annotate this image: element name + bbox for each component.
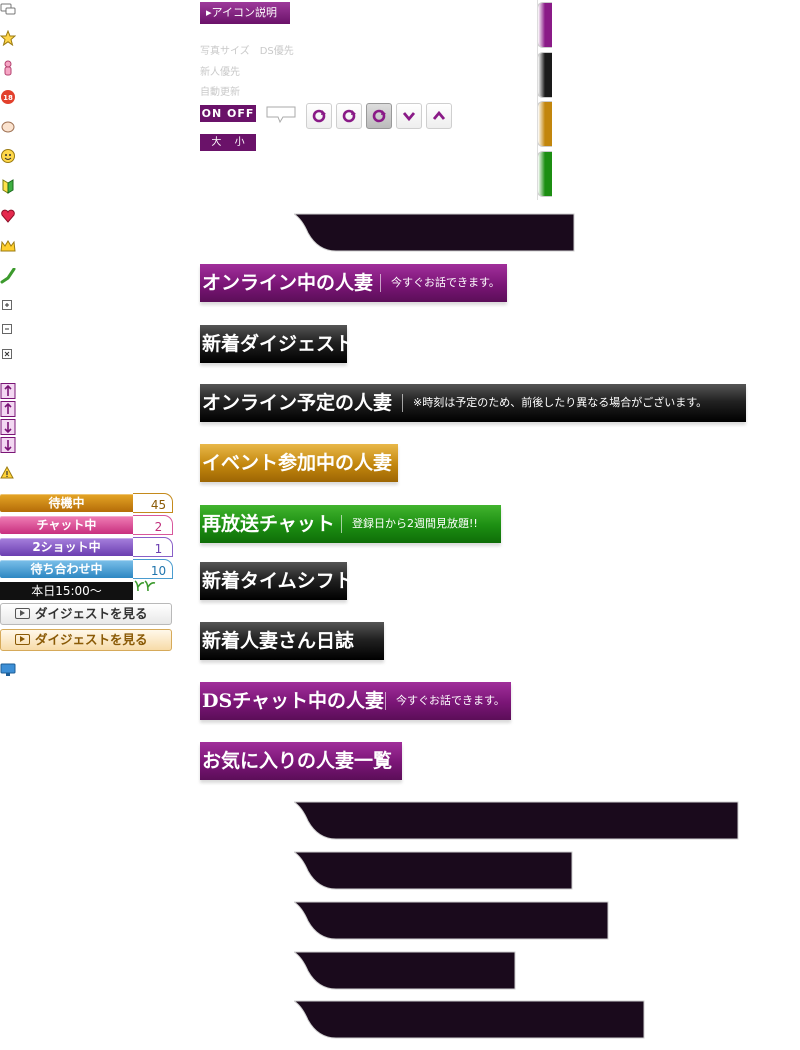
new-priority-label: 新人優先	[200, 67, 240, 78]
header-bar	[294, 951, 517, 991]
status-count: 10	[133, 559, 173, 579]
section-online-wives: オンライン中の人妻 今すぐお話できます。	[200, 264, 507, 302]
status-meeting[interactable]: 待ち合わせ中 10	[0, 559, 174, 579]
speech-bubble-icon	[266, 104, 296, 124]
section-title: オンライン中の人妻	[202, 272, 374, 294]
header-bar	[294, 1000, 646, 1040]
status-label: 2ショット中	[0, 538, 133, 556]
play-icon	[15, 634, 30, 645]
status-label: 待ち合わせ中	[0, 560, 133, 578]
heart-icon	[0, 208, 16, 224]
section-title: イベント参加中の人妻	[202, 452, 393, 474]
chat-bubbles-icon	[0, 2, 16, 18]
japan-map-icon	[0, 268, 16, 284]
refresh-button-active[interactable]	[366, 103, 392, 129]
status-count: 45	[133, 493, 173, 513]
collapse-down-button[interactable]	[396, 103, 422, 129]
status-label: チャット中	[0, 516, 133, 534]
today-schedule-label: 本日15:00〜	[0, 582, 133, 600]
arrow-up-icon[interactable]	[0, 401, 16, 417]
monitor-icon	[0, 662, 16, 678]
chevron-down-icon	[402, 112, 416, 122]
section-new-diary: 新着人妻さん日誌	[200, 622, 384, 660]
status-count: 1	[133, 537, 173, 557]
section-title: 新着ダイジェスト	[202, 333, 355, 355]
minus-box-icon[interactable]	[0, 322, 16, 338]
status-label: 待機中	[0, 494, 133, 512]
section-title: オンライン予定の人妻	[202, 392, 393, 414]
status-two-shot[interactable]: 2ショット中 1	[0, 537, 174, 557]
digest-label: ダイジェストを見る	[35, 632, 148, 647]
photo-size-label: 写真サイズ DS優先	[200, 46, 294, 57]
play-icon	[15, 608, 30, 619]
view-digest-button[interactable]: ダイジェストを見る	[0, 603, 172, 625]
tab-black[interactable]	[537, 52, 552, 98]
section-title: 新着タイムシフト	[202, 570, 354, 592]
person-icon	[0, 60, 16, 76]
header-bar	[294, 801, 740, 841]
on-off-toggle[interactable]: ON OFF	[200, 105, 256, 122]
smile-face-icon	[0, 148, 16, 164]
beginner-mark-icon	[0, 178, 16, 194]
section-ds-chat-wives: DSチャット中の人妻 今すぐお話できます。	[200, 682, 511, 720]
warning-icon	[0, 465, 16, 481]
refresh-button[interactable]	[306, 103, 332, 129]
section-favorites-list: お気に入りの人妻一覧	[200, 742, 402, 780]
arrow-down-icon[interactable]	[0, 419, 16, 435]
hand-icon	[0, 118, 16, 134]
header-bar	[294, 851, 574, 891]
section-subtitle: 今すぐお話できます。	[385, 692, 505, 710]
digest-label: ダイジェストを見る	[35, 606, 148, 621]
vertical-divider	[537, 0, 538, 200]
section-subtitle: ※時刻は予定のため、前後したり異なる場合がございます。	[402, 394, 707, 412]
svg-text:18: 18	[3, 94, 13, 102]
crown-icon	[0, 238, 16, 254]
sprout-icon	[134, 578, 156, 592]
icon-description-button[interactable]: ▸アイコン説明	[200, 2, 290, 24]
auto-update-label: 自動更新	[200, 87, 240, 98]
tab-purple[interactable]	[537, 2, 552, 48]
tab-green[interactable]	[537, 151, 552, 197]
chevron-up-icon	[432, 110, 446, 120]
status-waiting[interactable]: 待機中 45	[0, 493, 174, 513]
refresh-icon	[372, 109, 386, 123]
view-digest-button-hover[interactable]: ダイジェストを見る	[0, 629, 172, 651]
size-toggle[interactable]: 大 小	[200, 134, 256, 151]
close-box-icon[interactable]	[0, 347, 16, 363]
section-title: DSチャット中の人妻	[202, 690, 385, 712]
refresh-button[interactable]	[336, 103, 362, 129]
header-bar	[294, 901, 610, 941]
refresh-icon	[312, 109, 326, 123]
tab-gold[interactable]	[537, 101, 552, 147]
section-subtitle: 登録日から2週間見放題!!	[341, 515, 478, 533]
arrow-up-icon[interactable]	[0, 383, 16, 399]
status-count: 2	[133, 515, 173, 535]
section-title: 新着人妻さん日誌	[202, 630, 355, 652]
section-subtitle: 今すぐお話できます。	[380, 274, 500, 292]
section-title: 再放送チャット	[202, 513, 335, 535]
section-new-timeshift: 新着タイムシフト	[200, 562, 354, 600]
section-new-digest: 新着ダイジェスト	[200, 325, 354, 363]
age-18-icon: 18	[0, 89, 16, 105]
star-icon	[0, 30, 16, 46]
header-bar	[294, 213, 576, 253]
section-scheduled-wives: オンライン予定の人妻 ※時刻は予定のため、前後したり異なる場合がございます。	[200, 384, 746, 422]
expand-up-button[interactable]	[426, 103, 452, 129]
status-chatting[interactable]: チャット中 2	[0, 515, 174, 535]
section-rerun-chat: 再放送チャット 登録日から2週間見放題!!	[200, 505, 501, 543]
plus-box-icon[interactable]	[0, 298, 16, 314]
refresh-icon	[342, 109, 356, 123]
arrow-down-icon[interactable]	[0, 437, 16, 453]
section-event-wives: イベント参加中の人妻	[200, 444, 398, 482]
section-title: お気に入りの人妻一覧	[202, 750, 393, 772]
